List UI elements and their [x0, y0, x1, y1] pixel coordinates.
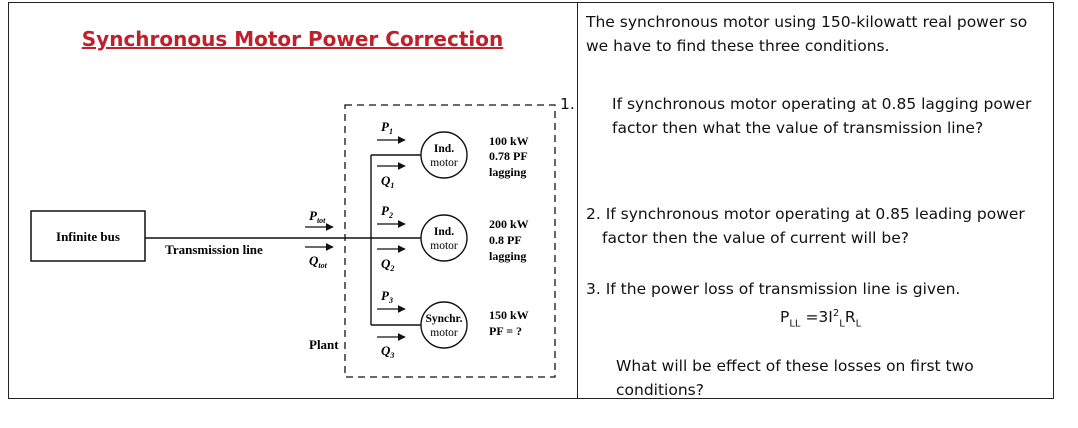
power-system-diagram: Infinite bus Transmission line Ptot Qtot…: [30, 104, 556, 378]
q2-label: Q2: [381, 256, 394, 273]
ind-motor-2: [420, 214, 468, 262]
load3-rating1: 150 kW: [489, 308, 529, 322]
plant-label: Plant: [309, 337, 339, 352]
svg-text:motor: motor: [430, 157, 458, 169]
load2-rating2: 0.8 PF: [489, 233, 522, 247]
condition-1: 1. If synchronous motor operating at 0.85…: [560, 92, 1056, 140]
p2-label: P2: [381, 203, 393, 220]
slide-title: Synchronous Motor Power Correction: [81, 27, 504, 51]
condition-3-text: 3. If the power loss of transmission lin…: [586, 280, 961, 298]
load1-rating2: 0.78 PF: [489, 149, 528, 163]
svg-text:motor: motor: [430, 327, 458, 339]
ind-motor-1: [420, 131, 468, 179]
load3-rating2: PF = ?: [489, 324, 522, 338]
effect-question: What will be effect of these losses on f…: [616, 357, 974, 399]
load2-rating1: 200 kW: [489, 217, 529, 231]
svg-text:Ind.: Ind.: [434, 143, 454, 155]
load2-rating3: lagging: [489, 249, 526, 263]
p3-label: P3: [381, 288, 393, 305]
q-tot-label: Qtot: [309, 253, 328, 270]
p-tot-label: Ptot: [309, 208, 326, 225]
condition-2: 2. If synchronous motor operating at 0.8…: [586, 202, 1056, 250]
condition-3: 3. If the power loss of transmission lin…: [586, 277, 1056, 301]
svg-text:Synchr.: Synchr.: [426, 313, 463, 325]
condition-1-number: 1.: [560, 95, 575, 113]
q1-label: Q1: [381, 173, 394, 190]
svg-text:Ind.: Ind.: [434, 226, 454, 238]
condition-1-text: If synchronous motor operating at 0.85 l…: [612, 95, 1032, 137]
questions-panel: The synchronous motor using 150-kilowatt…: [560, 10, 1056, 400]
condition-2-text: 2. If synchronous motor operating at 0.8…: [586, 205, 1025, 247]
load1-rating3: lagging: [489, 165, 526, 179]
load1-rating1: 100 kW: [489, 134, 529, 148]
column-divider: [577, 2, 578, 399]
infinite-bus-box: [30, 210, 146, 262]
transmission-line-label: Transmission line: [165, 242, 263, 257]
infinite-bus-label: Infinite bus: [56, 229, 120, 244]
intro-text: The synchronous motor using 150-kilowatt…: [586, 13, 1028, 55]
p1-label: P1: [381, 119, 393, 136]
power-loss-formula: PLL =3I2LRL: [780, 308, 862, 330]
plant-boundary: [344, 104, 556, 378]
q3-label: Q3: [381, 343, 394, 360]
synchronous-motor: [420, 301, 468, 349]
svg-text:motor: motor: [430, 240, 458, 252]
diagram-panel: Synchronous Motor Power Correction Infin…: [9, 3, 576, 398]
slide-frame: [8, 2, 1054, 399]
